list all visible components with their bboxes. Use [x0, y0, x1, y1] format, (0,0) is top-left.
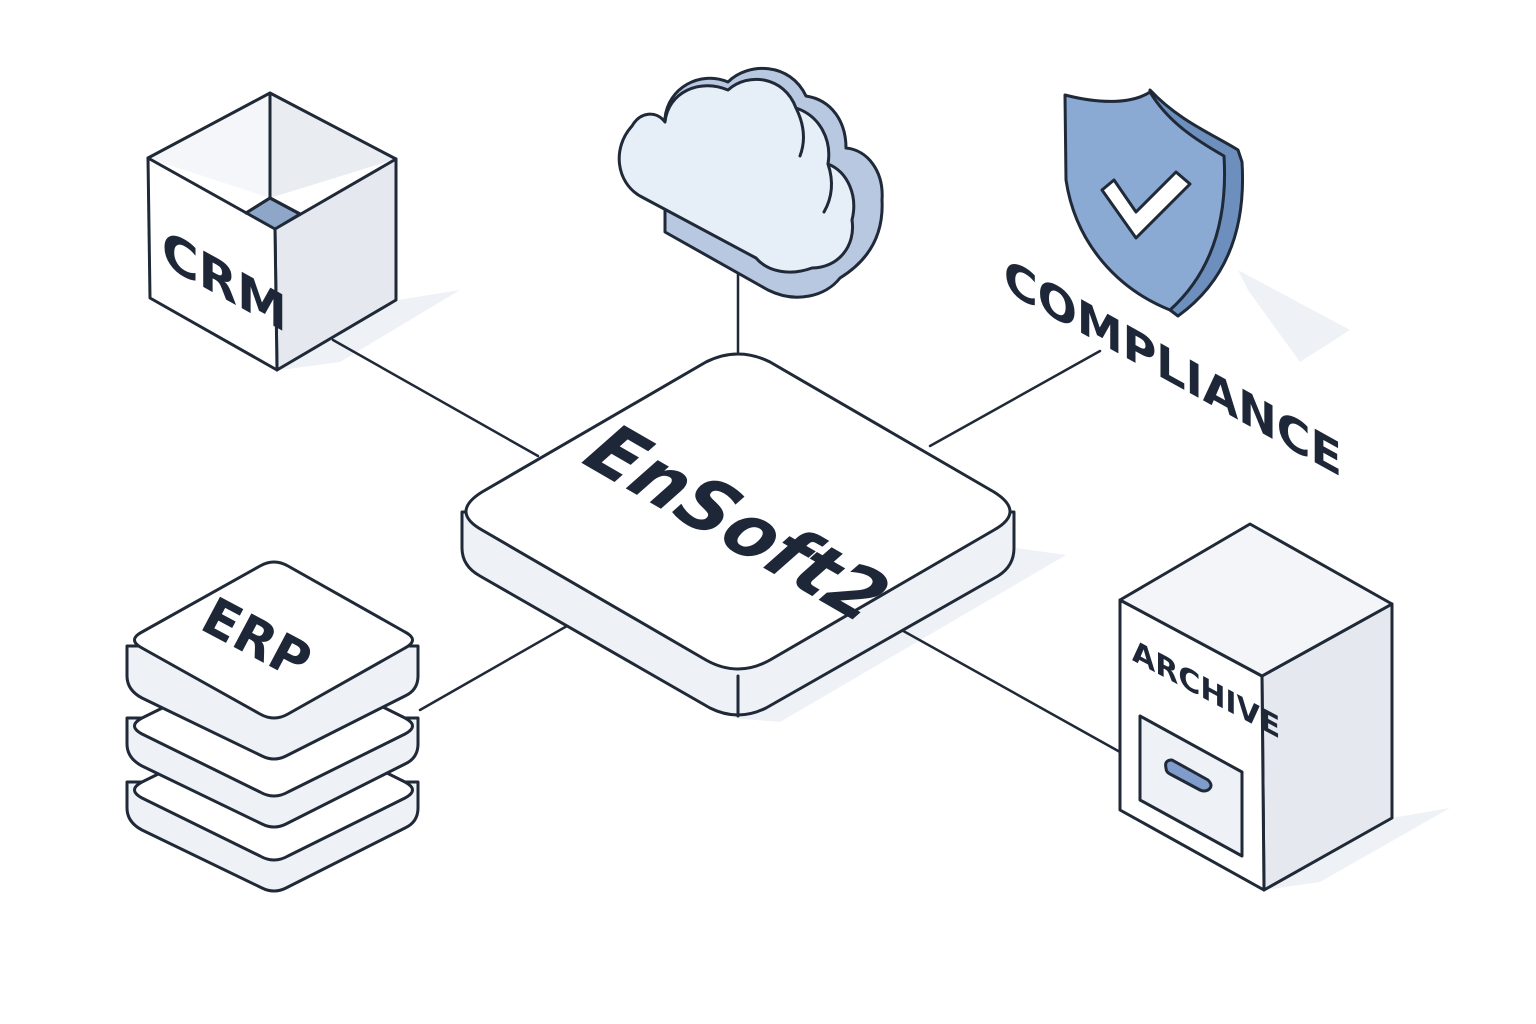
- connector-compliance: [928, 349, 1102, 448]
- archive-node[interactable]: ARCHIVE: [1118, 522, 1394, 892]
- cloud-node[interactable]: [617, 66, 884, 299]
- drawer-handle-icon: [1164, 758, 1213, 793]
- crm-node[interactable]: CRM: [146, 91, 398, 372]
- connector-erp: [418, 620, 576, 712]
- shield-check-icon: [1063, 90, 1227, 312]
- compliance-node[interactable]: COMPLIANCE: [1004, 88, 1342, 489]
- erp-node[interactable]: ERP: [125, 560, 420, 893]
- hub-node[interactable]: EnSoft2: [460, 352, 1016, 718]
- connector-crm: [331, 338, 540, 458]
- connector-archive: [896, 626, 1122, 754]
